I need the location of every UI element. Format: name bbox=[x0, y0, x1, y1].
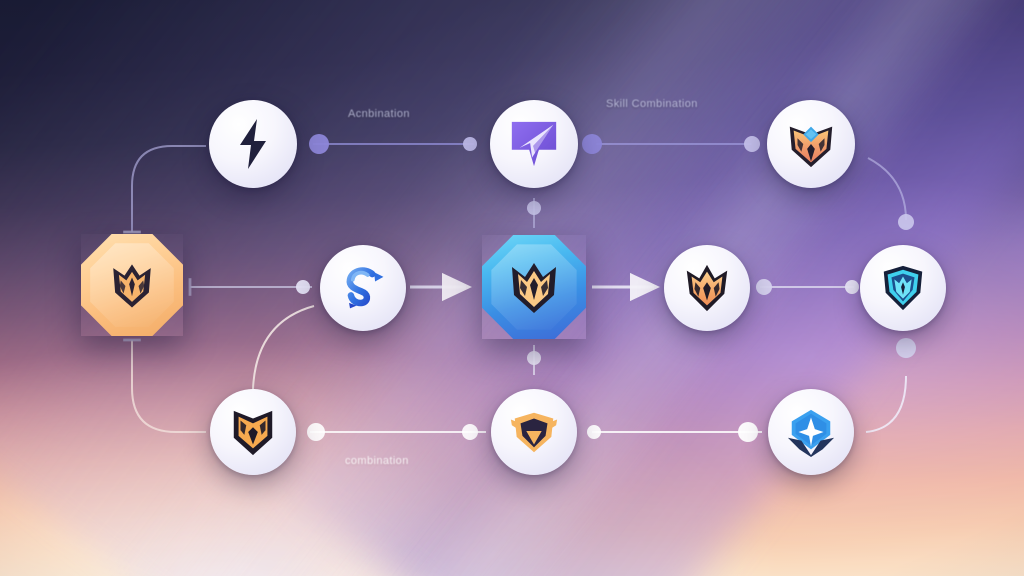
octagon-blue-face bbox=[482, 235, 586, 339]
octagon-gold-face bbox=[81, 234, 183, 336]
lightning-skill-node[interactable] bbox=[209, 100, 297, 188]
orange-m-crest-icon bbox=[233, 410, 273, 456]
gold-crown-icon bbox=[686, 264, 728, 312]
edge-bottom-crest-to-shield bbox=[307, 423, 486, 441]
gold-crest-diamond-icon bbox=[789, 126, 833, 168]
edge-label-skill-combination: Skill Combination bbox=[606, 98, 698, 110]
gold-blue-crest-skill-node[interactable] bbox=[767, 100, 855, 188]
edge-gem-to-cyan-shield bbox=[865, 338, 916, 433]
edge-source-to-lightning bbox=[123, 145, 206, 234]
swirl-skill-node[interactable] bbox=[320, 245, 406, 331]
edge-source-to-swirl bbox=[188, 278, 312, 296]
blue-gem-skill-node[interactable] bbox=[768, 389, 854, 475]
edge-arrow-to-shield-down bbox=[527, 198, 541, 375]
edge-crest-to-shield bbox=[756, 279, 859, 295]
gold-crown-crest-icon bbox=[512, 263, 556, 313]
purple-arrow-skill-node[interactable] bbox=[490, 100, 578, 188]
edge-label-acnbination: Acnbination bbox=[348, 108, 410, 120]
lightning-bolt-icon bbox=[240, 119, 266, 169]
orange-shield-skill-node[interactable] bbox=[491, 389, 577, 475]
edge-bottom-crest-to-swirl bbox=[252, 305, 315, 390]
purple-arrow-icon bbox=[511, 121, 557, 167]
cyan-shield-icon bbox=[883, 265, 923, 311]
edge-lightning-to-arrow bbox=[309, 134, 477, 154]
gold-crown-crest-icon bbox=[113, 264, 151, 308]
edge-shield-to-gem bbox=[587, 422, 762, 442]
edge-arrow-to-crest bbox=[582, 134, 760, 154]
edge-source-to-bottom-crest bbox=[123, 338, 206, 433]
source-rank-badge[interactable] bbox=[81, 234, 183, 336]
orange-crest-skill-node[interactable] bbox=[210, 389, 296, 475]
combined-rank-badge[interactable] bbox=[482, 235, 586, 339]
blue-gem-star-icon bbox=[787, 409, 835, 458]
edge-top-crest-to-cyan-shield bbox=[867, 157, 914, 230]
edge-label-combination: combination bbox=[345, 455, 409, 467]
cyan-shield-skill-node[interactable] bbox=[860, 245, 946, 331]
gold-crown-skill-node[interactable] bbox=[664, 245, 750, 331]
orange-shield-arrow-icon bbox=[510, 412, 558, 453]
blue-swirl-icon bbox=[346, 267, 384, 309]
